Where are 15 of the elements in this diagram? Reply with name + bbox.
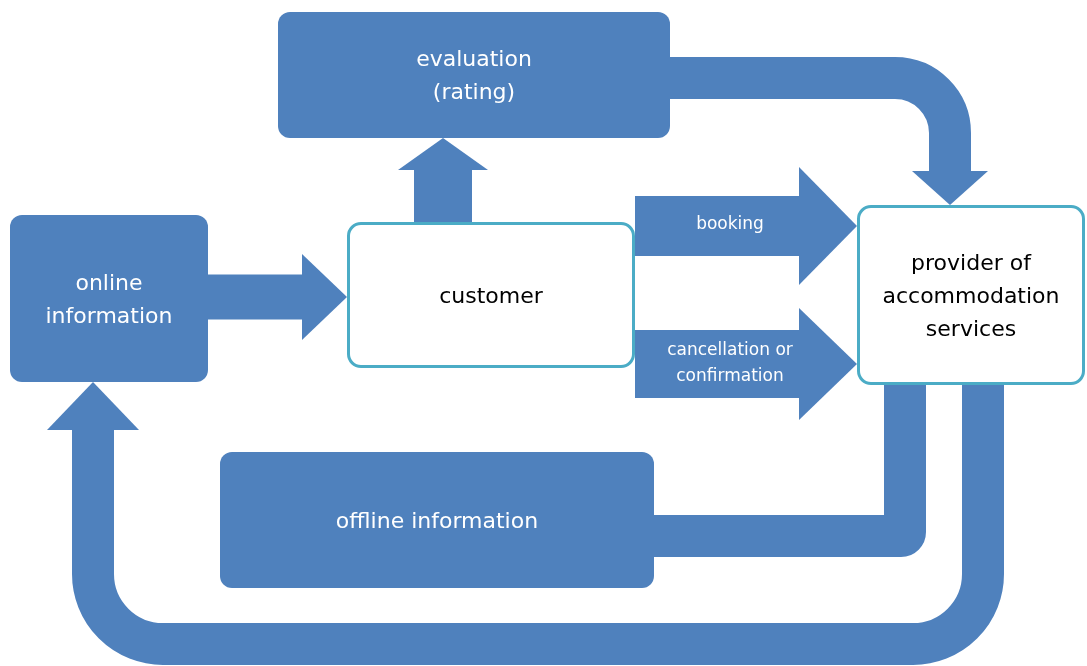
node-label: online information: [44, 268, 174, 330]
process-box: [857, 205, 1085, 385]
process-box: [278, 12, 670, 138]
block-arrow: [635, 167, 857, 285]
block-arrow: [208, 254, 347, 340]
process-box: [220, 452, 654, 588]
node-label: customer: [439, 281, 543, 310]
process-box: [347, 222, 635, 368]
block-arrow: [398, 138, 488, 222]
node-label: offline information: [335, 506, 539, 535]
node-label: evaluation (rating): [415, 45, 533, 106]
block-arrow: [47, 382, 1004, 665]
node-label: provider of accommodation services: [881, 248, 1061, 343]
block-arrow: [670, 57, 988, 205]
process-box: [10, 215, 208, 382]
